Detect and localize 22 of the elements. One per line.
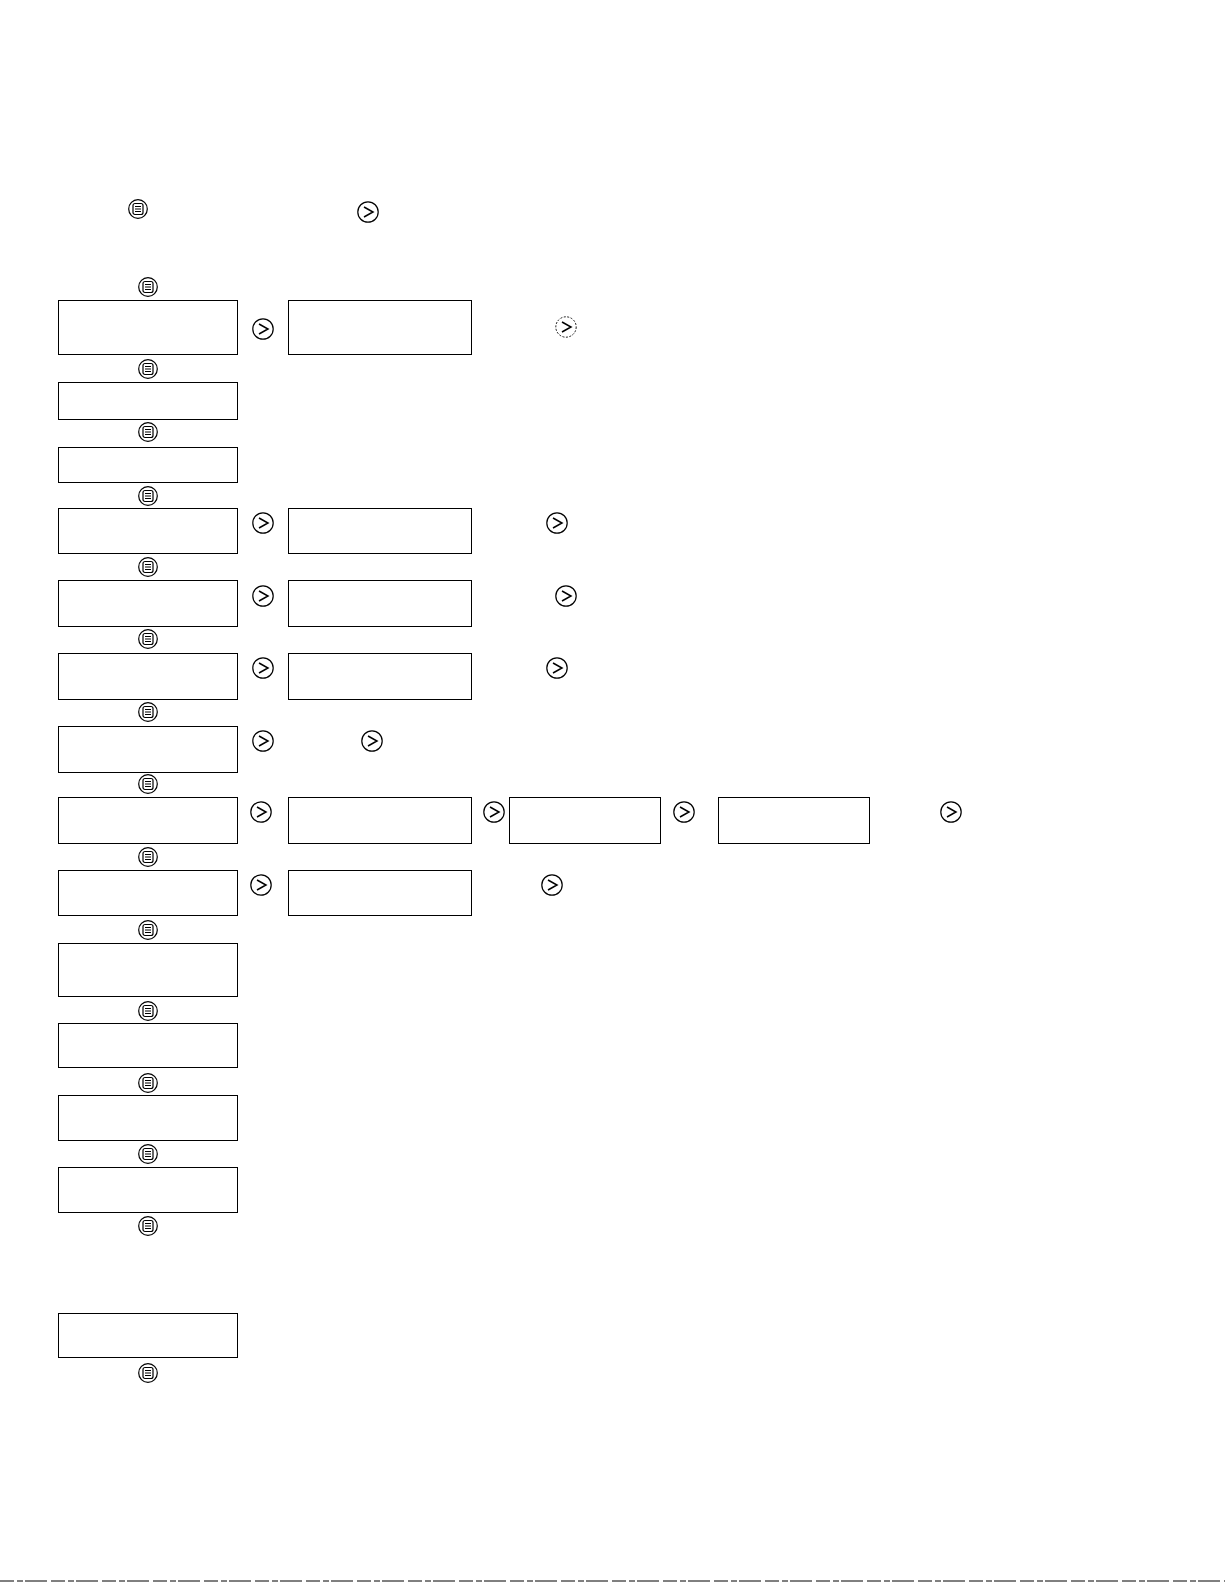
empty-box: [58, 797, 238, 844]
empty-box: [718, 797, 870, 844]
empty-box: [288, 508, 472, 554]
empty-box: [58, 870, 238, 916]
empty-box: [58, 726, 238, 773]
empty-box: [58, 300, 238, 355]
empty-box: [288, 300, 472, 355]
empty-box: [288, 580, 472, 627]
empty-box: [58, 382, 238, 420]
empty-box: [58, 943, 238, 997]
empty-box: [509, 797, 661, 844]
empty-box: [288, 797, 472, 844]
empty-box: [58, 580, 238, 627]
empty-box: [58, 1313, 238, 1358]
empty-box: [58, 508, 238, 554]
empty-box: [58, 1023, 238, 1068]
empty-box: [58, 1167, 238, 1213]
empty-box: [58, 1095, 238, 1141]
empty-box: [58, 447, 238, 483]
empty-box: [58, 653, 238, 700]
empty-box: [288, 653, 472, 700]
empty-box: [288, 870, 472, 916]
